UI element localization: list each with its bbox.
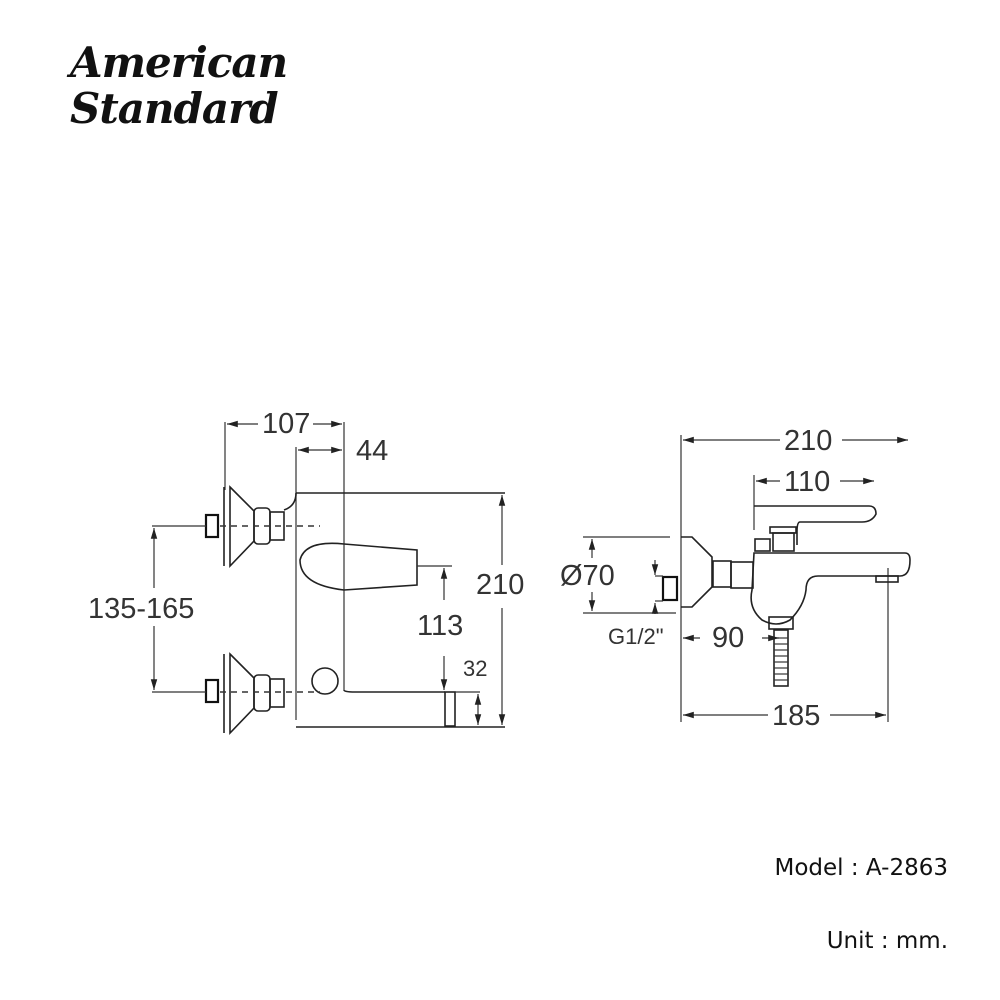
unit-label: Unit : mm. bbox=[826, 928, 948, 954]
side-view: 107 44 bbox=[88, 408, 524, 735]
model-label: Model : A-2863 bbox=[774, 855, 949, 881]
dim-32: 32 bbox=[463, 656, 487, 681]
hex-nut-front bbox=[712, 560, 732, 588]
spout-tip bbox=[444, 691, 456, 727]
lever-handle bbox=[299, 542, 418, 591]
inlet-lower bbox=[204, 652, 320, 735]
dim-210-width: 210 bbox=[784, 425, 832, 457]
diverter-knob bbox=[311, 667, 339, 695]
dim-44: 44 bbox=[356, 435, 388, 467]
front-view: 210 110 Ø70 bbox=[560, 425, 911, 732]
eccentric-lower bbox=[269, 678, 285, 708]
handle-cap bbox=[769, 526, 797, 534]
dim-210-height: 210 bbox=[476, 569, 524, 601]
handle-base-left bbox=[754, 538, 771, 552]
dim-107: 107 bbox=[262, 408, 310, 440]
handle-stem bbox=[772, 532, 795, 552]
dim-70: Ø70 bbox=[560, 560, 615, 592]
inlet-nut-lower bbox=[204, 678, 220, 704]
handle-lever bbox=[754, 505, 877, 545]
hex-nut-lower bbox=[253, 674, 271, 712]
hose-nut bbox=[768, 616, 794, 630]
hose-thread-lines bbox=[774, 637, 788, 681]
brand-logo: American Standard bbox=[70, 38, 288, 133]
brand-line-1: American bbox=[70, 38, 288, 87]
flange-front bbox=[681, 536, 713, 608]
spout-body bbox=[750, 552, 911, 625]
flange-cone-lower bbox=[229, 652, 255, 735]
coupling-front bbox=[730, 561, 754, 589]
dim-90: 90 bbox=[712, 622, 744, 654]
dim-135-165: 135-165 bbox=[88, 593, 194, 625]
brand-line-2: Standard bbox=[70, 84, 279, 133]
dim-113: 113 bbox=[417, 610, 463, 642]
inlet-upper bbox=[204, 485, 320, 568]
hose-thread bbox=[773, 629, 789, 687]
dim-185: 185 bbox=[772, 700, 820, 732]
spout-top bbox=[343, 689, 445, 693]
inlet-nut-front bbox=[661, 575, 679, 602]
inlet-nut-upper bbox=[204, 513, 220, 539]
dim-g12: G1/2" bbox=[608, 624, 664, 649]
body-join-upper bbox=[283, 492, 297, 511]
dim-110: 110 bbox=[784, 466, 830, 498]
aerator bbox=[875, 575, 899, 583]
